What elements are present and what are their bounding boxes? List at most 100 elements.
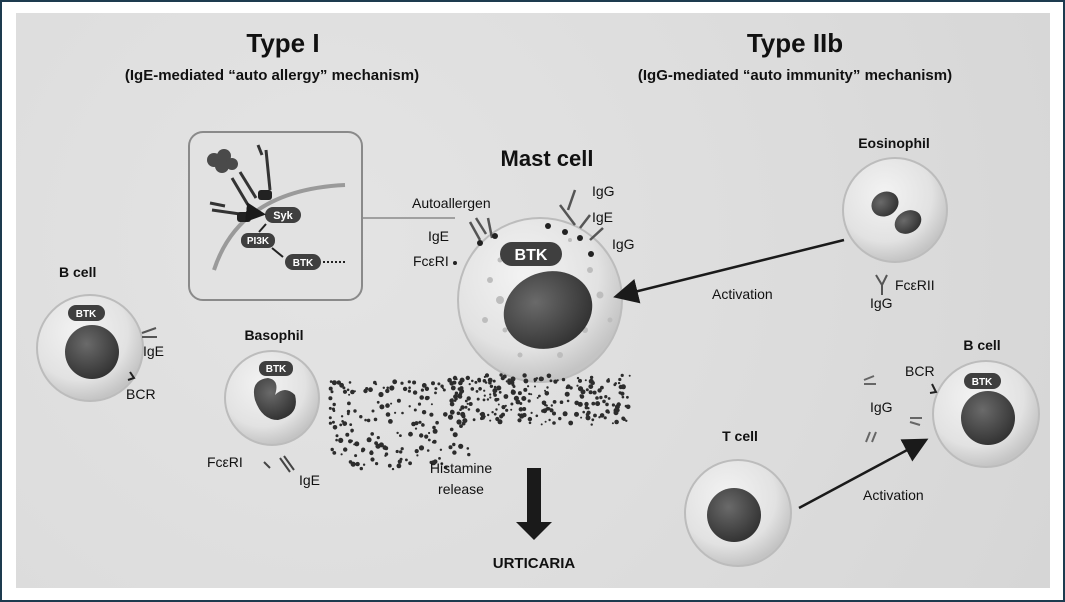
histamine-granule bbox=[478, 387, 482, 391]
histamine-granule bbox=[431, 381, 435, 386]
histamine-granule bbox=[585, 412, 590, 417]
histamine-granule bbox=[544, 389, 546, 392]
histamine-granule bbox=[438, 457, 441, 460]
basophil-title: Basophil bbox=[244, 327, 303, 343]
histamine-granule bbox=[497, 419, 503, 425]
histamine-granule bbox=[462, 418, 468, 424]
histamine-granule bbox=[359, 415, 363, 419]
histamine-granule bbox=[420, 388, 424, 392]
histamine-granule bbox=[385, 403, 390, 408]
histamine-granule bbox=[342, 389, 348, 394]
histamine-granule bbox=[588, 384, 594, 389]
histamine-granule bbox=[585, 415, 591, 421]
histamine-granule bbox=[474, 380, 478, 384]
histamine-granule bbox=[546, 386, 549, 389]
histamine-granule bbox=[399, 434, 402, 437]
histamine-granule bbox=[378, 391, 384, 398]
histamine-granule bbox=[457, 393, 462, 398]
histamine-granule bbox=[489, 384, 494, 388]
histamine-granule bbox=[523, 387, 528, 392]
histamine-granule bbox=[396, 431, 399, 435]
histamine-granule bbox=[421, 383, 427, 388]
type1-subtitle: (IgE-mediated “auto allergy” mechanism) bbox=[125, 67, 419, 84]
t-cell-title: T cell bbox=[722, 428, 758, 444]
histamine-granule bbox=[518, 407, 523, 412]
histamine-granule bbox=[535, 414, 539, 418]
histamine-granule bbox=[483, 394, 486, 397]
histamine-granule bbox=[408, 386, 411, 390]
histamine-granule bbox=[421, 410, 427, 415]
histamine-granule bbox=[401, 411, 404, 415]
histamine-granule bbox=[618, 377, 622, 382]
basophil-btk-label: BTK bbox=[266, 364, 287, 375]
histamine-granule bbox=[429, 412, 434, 417]
histamine-granule bbox=[595, 401, 601, 407]
histamine-granule bbox=[606, 379, 610, 383]
free-igg-icons bbox=[863, 375, 922, 443]
histamine-granule bbox=[353, 443, 356, 446]
histamine-granule bbox=[550, 404, 553, 407]
histamine-granule bbox=[430, 403, 433, 406]
histamine-granule bbox=[328, 416, 332, 420]
histamine-granule bbox=[539, 376, 544, 381]
b-cell-left-nucleus bbox=[65, 325, 119, 379]
histamine-granule bbox=[472, 418, 476, 422]
histamine-granule bbox=[346, 409, 351, 414]
histamine-granule bbox=[549, 408, 554, 413]
histamine-granule bbox=[354, 441, 360, 447]
b-cell-right-btk-label: BTK bbox=[972, 377, 993, 388]
histamine-granule bbox=[544, 420, 547, 423]
histamine-granule bbox=[456, 411, 461, 416]
histamine-granule bbox=[484, 373, 490, 378]
histamine-granule bbox=[597, 388, 602, 393]
b-cell-right-nucleus bbox=[961, 391, 1015, 445]
type2b-title: Type IIb bbox=[747, 28, 843, 58]
histamine-granule bbox=[534, 385, 536, 388]
histamine-granule bbox=[348, 393, 351, 396]
histamine-granule bbox=[593, 413, 597, 418]
histamine-granule bbox=[528, 392, 531, 396]
eosinophil-activation-arrow bbox=[613, 238, 845, 304]
eosinophil-igg-icon bbox=[875, 274, 888, 295]
histamine-granule bbox=[592, 390, 597, 395]
t-cell-activation-label: Activation bbox=[863, 487, 924, 503]
histamine-granule bbox=[591, 418, 595, 422]
histamine-granule bbox=[620, 391, 625, 396]
histamine-granule bbox=[628, 374, 631, 377]
histamine-granule bbox=[328, 406, 332, 410]
histamine-granule bbox=[366, 418, 371, 423]
histamine-line2: release bbox=[438, 481, 484, 497]
histamine-granule bbox=[513, 395, 520, 401]
b-cell-left-btk-label: BTK bbox=[76, 309, 97, 320]
histamine-granule bbox=[589, 375, 594, 380]
mast-igg-right-label: IgG bbox=[612, 236, 635, 252]
histamine-granule bbox=[624, 404, 628, 408]
histamine-granule bbox=[350, 429, 354, 433]
eosinophil-nucleus-lobe bbox=[871, 191, 899, 217]
histamine-granule bbox=[466, 396, 471, 401]
histamine-granule bbox=[342, 421, 348, 426]
histamine-granule bbox=[569, 386, 573, 390]
histamine-granule bbox=[435, 420, 439, 425]
histamine-granule bbox=[467, 408, 471, 411]
histamine-granule bbox=[374, 383, 378, 386]
histamine-granule bbox=[510, 408, 513, 411]
histamine-granule bbox=[375, 462, 379, 466]
histamine-granule bbox=[353, 390, 356, 393]
histamine-granule bbox=[390, 402, 393, 405]
histamine-granule bbox=[452, 375, 458, 381]
histamine-granule bbox=[584, 401, 589, 407]
histamine-granule bbox=[452, 442, 456, 447]
histamine-granule bbox=[391, 467, 395, 471]
histamine-granule bbox=[451, 398, 454, 401]
b-cell-right-igg-label: IgG bbox=[870, 399, 893, 415]
histamine-granule bbox=[620, 384, 626, 390]
histamine-granule bbox=[399, 450, 403, 454]
ige-receptor-icon bbox=[209, 144, 272, 216]
syk-pill bbox=[265, 207, 301, 223]
histamine-granule bbox=[465, 375, 470, 381]
btk-label: BTK bbox=[293, 258, 314, 269]
t-cell bbox=[684, 459, 792, 567]
histamine-granule bbox=[558, 416, 562, 421]
histamine-granule bbox=[432, 428, 438, 434]
